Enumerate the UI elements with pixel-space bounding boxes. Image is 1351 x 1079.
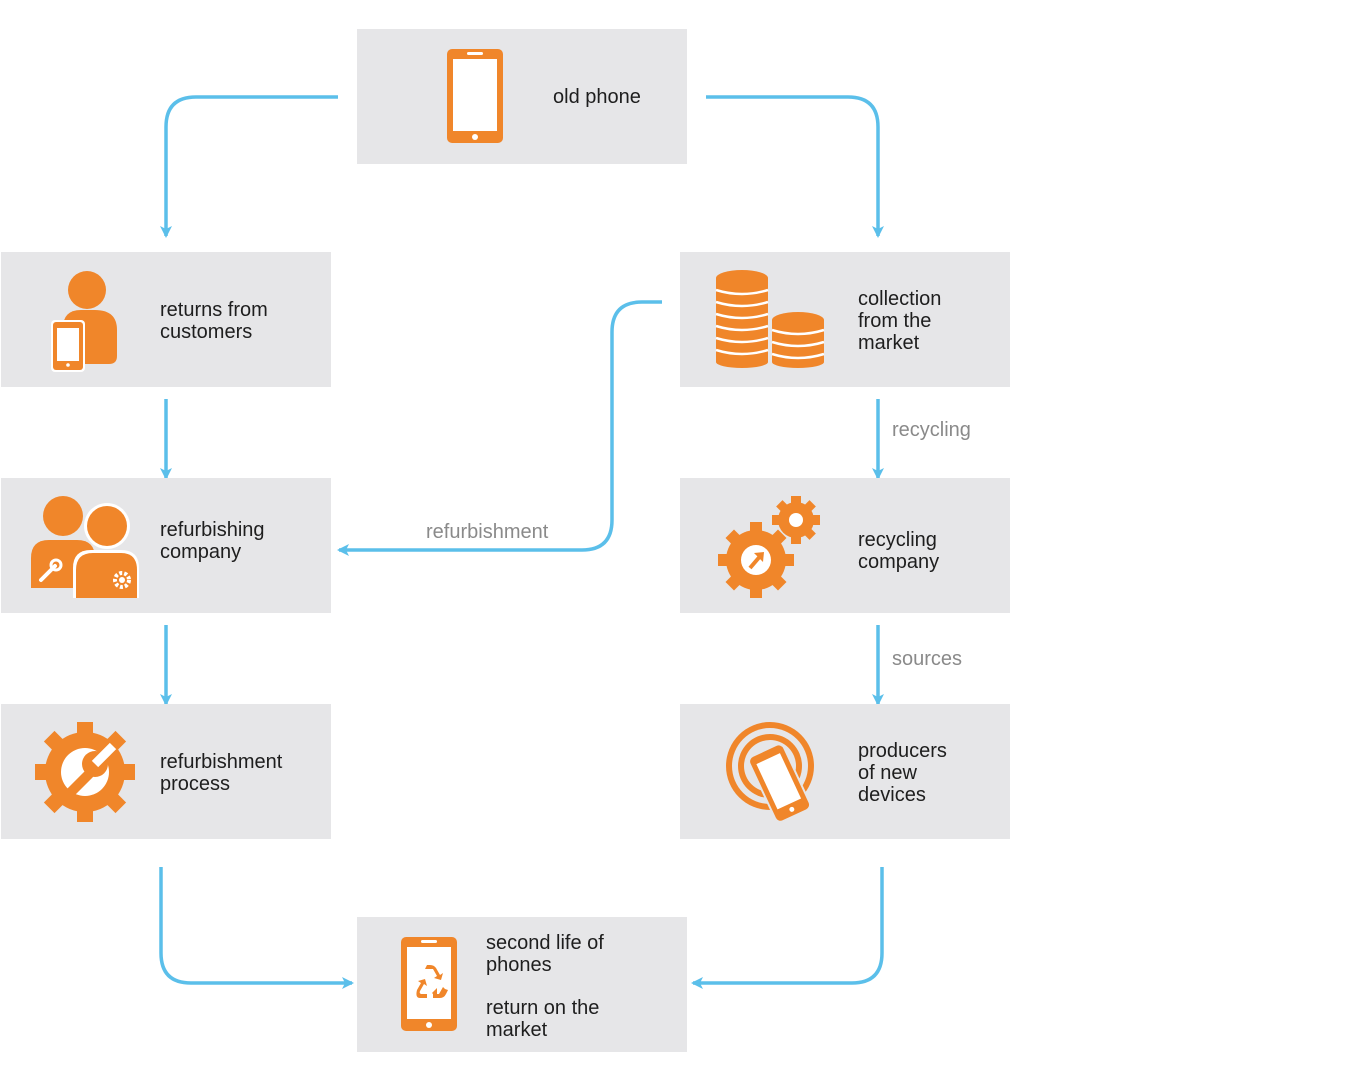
gear-wrench-icon	[35, 722, 135, 822]
node-label-collection: collection from the market	[858, 288, 942, 354]
phone-signal-icon	[726, 722, 814, 824]
node-label-returns: returns from customers	[160, 299, 268, 343]
arrow-old-phone-to-collection	[706, 95, 884, 238]
coin-stacks-icon	[715, 270, 825, 368]
phone-recycle-icon	[401, 937, 457, 1031]
node-producers-of-new-devices: producers of new devices	[680, 704, 1010, 839]
phone-icon	[447, 49, 503, 143]
gears-icon	[718, 496, 820, 598]
node-collection-from-market: collection from the market	[680, 252, 1010, 387]
node-old-phone: old phone	[357, 29, 687, 164]
workers-icon	[31, 496, 139, 598]
node-label-producers: producers of new devices	[858, 740, 947, 806]
node-refurbishing-company: refurbishing company	[1, 478, 331, 613]
edge-label-refurbishment: refurbishment	[426, 521, 549, 543]
node-label-return-on-market: return on the market	[486, 997, 600, 1041]
edge-label-sources: sources	[892, 648, 963, 670]
node-label-refurbishing-company: refurbishing company	[160, 519, 265, 563]
node-second-life-of-phones: second life of phones return on the mark…	[357, 917, 687, 1052]
customer-with-phone-icon	[51, 271, 117, 372]
node-label-old-phone: old phone	[553, 86, 641, 108]
node-refurbishment-process: refurbishment process	[1, 704, 331, 839]
node-label-refurbishment-process: refurbishment process	[160, 751, 283, 795]
node-label-recycling-company: recycling company	[858, 529, 940, 573]
arrow-producers-to-second-life	[691, 867, 884, 989]
node-label-second-life: second life of phones	[486, 932, 604, 976]
node-recycling-company: recycling company	[680, 478, 1010, 613]
node-returns-from-customers: returns from customers	[1, 252, 331, 387]
arrow-old-phone-to-returns	[160, 95, 338, 238]
arrow-collection-to-refurbishing	[337, 300, 662, 556]
arrow-process-to-second-life	[159, 867, 354, 989]
edge-label-recycling: recycling	[892, 419, 971, 441]
recycle-icon	[416, 965, 448, 998]
